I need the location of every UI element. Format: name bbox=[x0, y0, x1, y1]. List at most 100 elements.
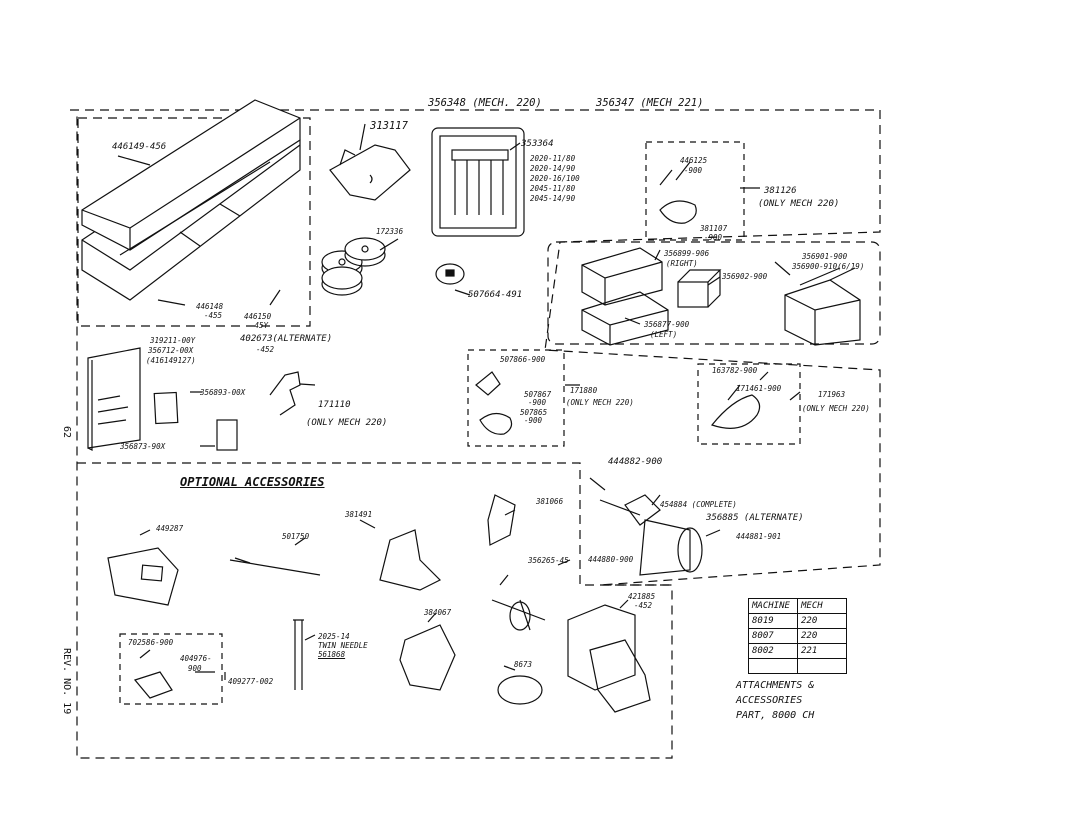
caption-line-3: PART, 8000 CH bbox=[736, 710, 815, 721]
part-356712: 356712-00X bbox=[148, 346, 194, 355]
table-cell bbox=[797, 658, 847, 674]
part-561868: 561868 bbox=[318, 650, 346, 659]
part-2025: 2025-14 bbox=[318, 632, 350, 641]
table-cell: 8019 bbox=[748, 613, 798, 629]
part-356901: 356901-900 bbox=[802, 252, 848, 261]
part-356885: 356885 (ALTERNATE) bbox=[706, 513, 804, 523]
slot-mark bbox=[140, 564, 164, 582]
part-404976: 404976- bbox=[180, 654, 212, 663]
edge-stitcher bbox=[379, 529, 442, 591]
part-353364: 353364 bbox=[521, 139, 554, 149]
part-446149: 446149-456 bbox=[112, 142, 167, 152]
twin-needle-label: TWIN NEEDLE bbox=[318, 641, 368, 650]
part-8673: 8673 bbox=[514, 660, 533, 669]
needle-pack bbox=[431, 127, 525, 237]
part-507664: 507664-491 bbox=[468, 290, 523, 300]
hemmer-group-frame bbox=[697, 363, 801, 445]
table-row bbox=[748, 658, 847, 674]
part-356265: 356265-45 bbox=[528, 556, 569, 565]
bobbin-case bbox=[329, 144, 411, 201]
bobbin-parts bbox=[659, 161, 697, 224]
needle-size-4: 2045-11/80 bbox=[530, 184, 576, 193]
blind-stitch-foot bbox=[589, 639, 651, 713]
part-172336: 172336 bbox=[376, 227, 404, 236]
part-381491: 381491 bbox=[345, 510, 373, 519]
needle-size-2: 2020-14/90 bbox=[530, 164, 576, 173]
needle-size-1: 2020-11/80 bbox=[530, 154, 576, 163]
caption-line-2: ACCESSORIES bbox=[736, 695, 803, 706]
part-402673: 402673(ALTERNATE) bbox=[240, 334, 333, 344]
seam-guide bbox=[133, 671, 173, 699]
part-319211: 319211-00Y bbox=[150, 336, 196, 345]
bobbins bbox=[321, 237, 386, 296]
table-header: MACHINE bbox=[748, 598, 798, 614]
buttonhole-plate bbox=[497, 675, 543, 705]
part-171110: 171110 bbox=[318, 400, 351, 410]
sewing-box-group-frame bbox=[77, 117, 311, 327]
presser-foot-part bbox=[269, 371, 301, 416]
part-404976-sub: 900 bbox=[188, 664, 202, 673]
table-cell: 8007 bbox=[748, 628, 798, 644]
optional-accessories-boundary bbox=[77, 462, 672, 586]
part-402673-sub: -452 bbox=[256, 345, 275, 354]
revision-mark: REV. NO. 19 bbox=[61, 648, 72, 715]
part-381107: 381107 bbox=[700, 224, 728, 233]
optional-accessories-heading: OPTIONAL ACCESSORIES bbox=[180, 475, 325, 489]
part-444881: 444881-901 bbox=[736, 532, 782, 541]
part-507866: 507866-900 bbox=[500, 355, 546, 364]
part-313117: 313117 bbox=[370, 120, 408, 132]
part-507865: 507865 bbox=[520, 408, 548, 417]
part-421885: 421885 bbox=[628, 592, 656, 601]
part-444880: 444880-900 bbox=[588, 555, 634, 564]
table-header: MECH bbox=[797, 598, 847, 614]
foot-group-frame bbox=[467, 349, 565, 447]
attachment-case-group-frame bbox=[547, 241, 881, 345]
foot-parts bbox=[475, 371, 513, 435]
table-row: 8007 220 bbox=[748, 628, 847, 644]
part-356899: 356899-906 bbox=[664, 249, 710, 258]
part-356899-sub: (RIGHT) bbox=[666, 259, 698, 268]
part-163782: 163782-900 bbox=[712, 366, 758, 375]
part-444882: 444882-900 bbox=[608, 457, 663, 467]
spool-disc bbox=[509, 601, 531, 631]
part-416149: (416149127) bbox=[146, 356, 196, 365]
throat-plate bbox=[107, 547, 179, 606]
part-454884: 454884 (COMPLETE) bbox=[660, 500, 737, 509]
part-356902: 356902-900 bbox=[722, 272, 768, 281]
part-507867-sub: -900 bbox=[528, 398, 547, 407]
part-446150: 446150 bbox=[244, 312, 272, 321]
singer-storage-box bbox=[81, 99, 301, 301]
zigzag-foot bbox=[399, 624, 456, 691]
part-409277: 409277-002 bbox=[228, 677, 274, 686]
table-cell: 221 bbox=[797, 643, 847, 659]
needle-size-3: 2020-16/100 bbox=[530, 174, 580, 183]
part-171963: 171963 bbox=[818, 390, 846, 399]
table-cell: 220 bbox=[797, 613, 847, 629]
part-449287: 449287 bbox=[156, 524, 184, 533]
only-mech-220-a: (ONLY MECH 220) bbox=[758, 199, 840, 209]
part-446125: 446125 bbox=[680, 156, 708, 165]
part-446125-sub: -900 bbox=[684, 166, 703, 175]
part-384067: 384067 bbox=[424, 608, 452, 617]
part-501750: 501750 bbox=[282, 532, 310, 541]
mech-220-label: 356348 (MECH. 220) bbox=[428, 97, 542, 109]
part-381126: 381126 bbox=[764, 186, 797, 196]
spool-cap bbox=[435, 263, 465, 285]
part-446150-sub: -45Y bbox=[250, 321, 269, 330]
table-cell bbox=[748, 658, 798, 674]
attachments-boundary bbox=[70, 109, 881, 759]
part-446148-sub: -455 bbox=[204, 311, 223, 320]
part-702586: 702586-900 bbox=[128, 638, 174, 647]
only-mech-220-d: (ONLY MECH 220) bbox=[802, 404, 870, 413]
part-381107-sub: -900 bbox=[704, 233, 723, 242]
screwdriver-shaft bbox=[229, 557, 321, 576]
twin-needle bbox=[293, 619, 304, 690]
part-171461: 171461-900 bbox=[736, 384, 782, 393]
caption-line-1: ATTACHMENTS & bbox=[736, 680, 815, 691]
part-421885-sub: -452 bbox=[634, 601, 653, 610]
seam-guide-group-frame bbox=[119, 633, 223, 705]
table-cell: 220 bbox=[797, 628, 847, 644]
bobbin-case-group-frame bbox=[645, 141, 745, 241]
needle-size-5: 2045-14/90 bbox=[530, 194, 576, 203]
